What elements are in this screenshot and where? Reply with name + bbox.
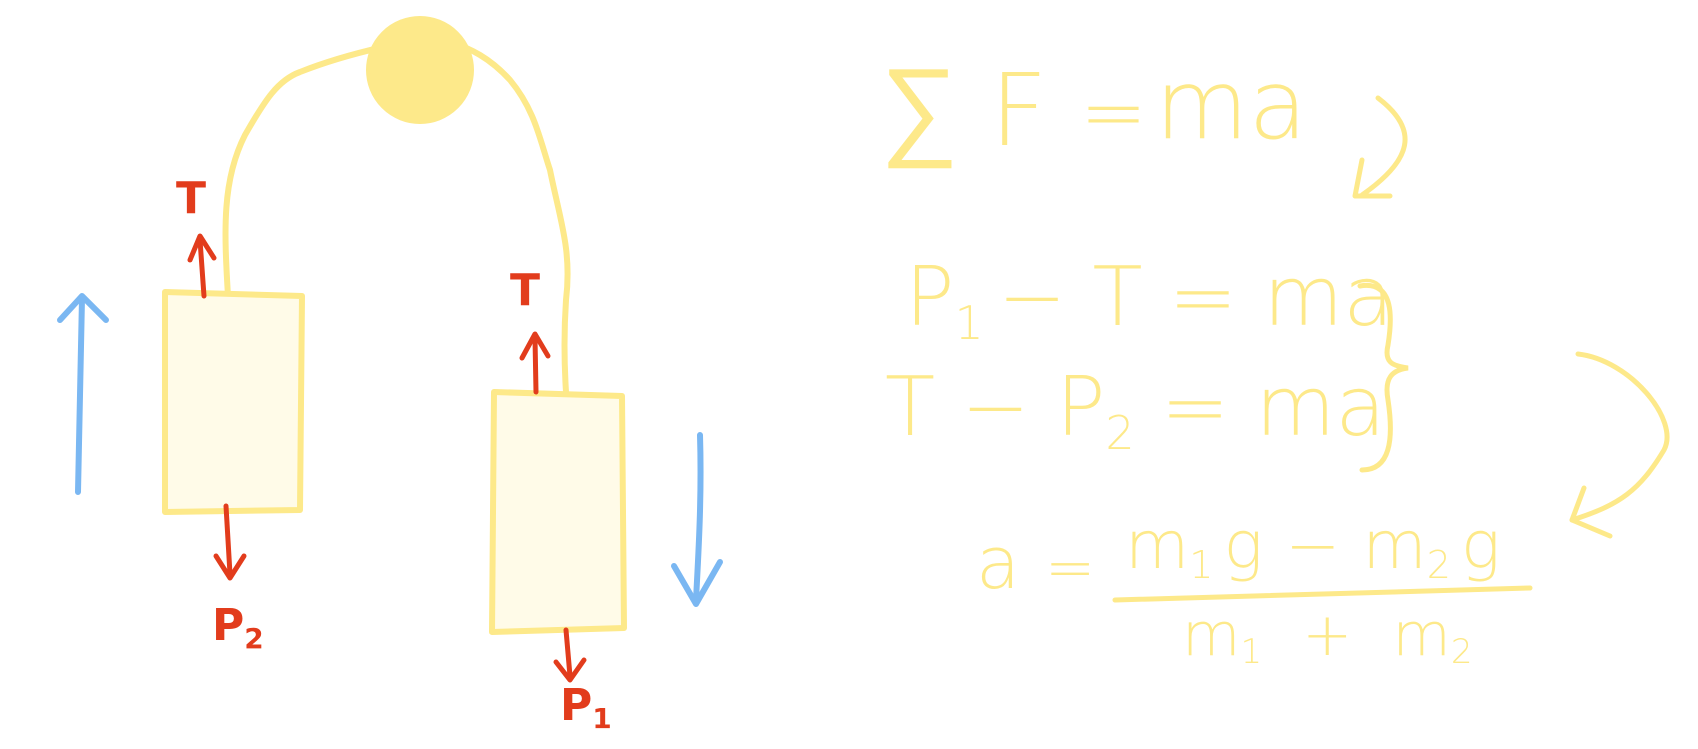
tension-label-left: T: [176, 173, 206, 224]
motion-arrow-down: [671, 432, 723, 607]
pulley-wheel: [366, 16, 474, 124]
force-symbol: F: [990, 52, 1048, 169]
accel-equals: =: [1045, 533, 1095, 603]
motion-arrow-up: [57, 293, 109, 495]
denominator: m1+m2: [1182, 600, 1472, 672]
tension-arrow-left: [187, 233, 217, 299]
curved-arrow-2: [1569, 351, 1670, 539]
system-brace: [1357, 282, 1409, 473]
right-block: [489, 389, 627, 635]
newton-law-equation: ∑ F = ma: [880, 43, 1307, 171]
accel-symbol: a: [976, 521, 1020, 605]
rope: [222, 39, 571, 395]
weight-label-left: P2: [212, 600, 264, 655]
tension-arrow-right: [519, 331, 551, 395]
equation-line-1: P1− T = ma: [905, 250, 1394, 350]
system-equations: P1− T = ma T − P2 = ma: [885, 250, 1394, 460]
left-block: [162, 289, 305, 515]
tension-label-right: T: [510, 265, 540, 316]
equals-sign: =: [1080, 66, 1147, 159]
sum-symbol: ∑: [880, 43, 958, 171]
curved-arrow-1: [1352, 95, 1408, 199]
weight-label-right: P1: [560, 680, 612, 735]
equation-line-2: T − P2 = ma: [885, 360, 1386, 460]
weight-arrow-left: [213, 503, 247, 581]
weight-arrow-right: [553, 627, 587, 683]
mass-accel: ma: [1155, 49, 1307, 161]
fraction-bar: [1112, 585, 1533, 603]
